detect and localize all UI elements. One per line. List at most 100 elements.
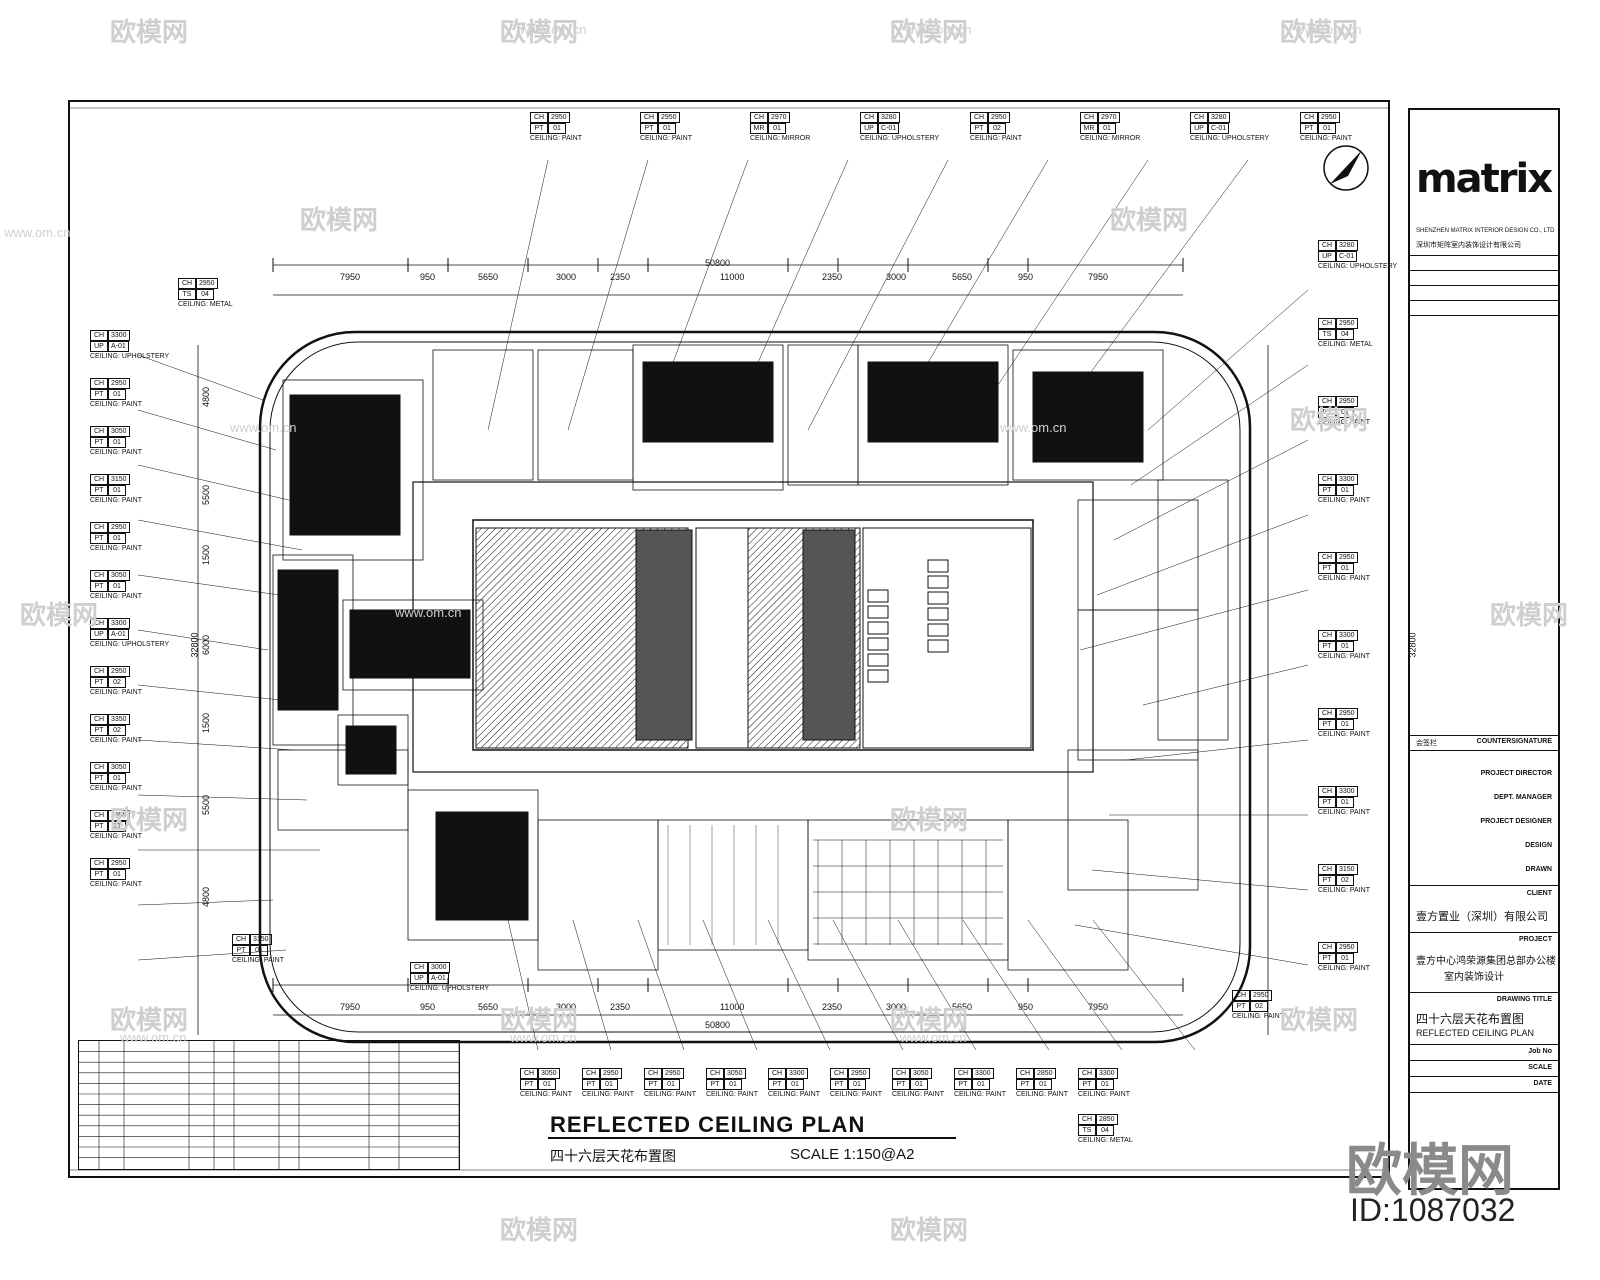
elevator-lobby (695, 527, 749, 749)
dimension-label: 11000 (720, 1002, 745, 1012)
tag-material-number: 01 (538, 1079, 556, 1090)
tag-label: CEILING: PAINT (530, 135, 582, 142)
tag-material-code: PT (768, 1079, 786, 1090)
tag-label: CEILING: UPHOLSTERY (410, 985, 490, 992)
tag-material-number: 01 (1336, 719, 1354, 730)
tag-ceiling-height: 2950 (658, 112, 680, 123)
dimension-label: 3000 (886, 1002, 907, 1012)
room-partition (857, 344, 1009, 486)
core-shaft-1 (635, 529, 693, 741)
tag-ch-key: CH (860, 112, 878, 123)
room-partition (657, 819, 809, 951)
tag-material-number: 01 (1336, 485, 1354, 496)
tag-ceiling-height: 3050 (108, 426, 130, 437)
company-name-cn: 深圳市矩阵室内装饰设计有限公司 (1416, 242, 1521, 249)
tag-ceiling-height: 2950 (108, 810, 130, 821)
dimension-label-vertical: 4800 (201, 886, 212, 908)
dimension-label: 2350 (610, 1002, 631, 1012)
north-arrow-icon (1323, 145, 1369, 191)
tag-ch-key: CH (90, 570, 108, 581)
tag-ceiling-height: 2950 (1336, 396, 1358, 407)
tag-label: CEILING: METAL (1318, 341, 1373, 348)
legend-table (78, 1040, 460, 1170)
tag-ch-key: CH (892, 1068, 910, 1079)
dimension-label: 7950 (340, 1002, 361, 1012)
toilet-stall (867, 621, 889, 635)
watermark-brand: 欧模网 (20, 600, 99, 630)
leader-line (1047, 159, 1249, 431)
tag-ceiling-height: 3050 (538, 1068, 560, 1079)
tag-ceiling-height: 2950 (108, 858, 130, 869)
leader-line (137, 629, 269, 651)
watermark-brand: 欧模网 (110, 805, 189, 835)
tag-ch-key: CH (178, 278, 196, 289)
tag-material-code: PT (90, 677, 108, 688)
tag-ceiling-height: 2850 (1034, 1068, 1056, 1079)
tag-ch-key: CH (90, 762, 108, 773)
room-partition (1157, 479, 1229, 741)
tag-ceiling-height: 2950 (600, 1068, 622, 1079)
tag-material-code: PT (90, 869, 108, 880)
watermark-brand: 欧模网 (1490, 600, 1569, 630)
tag-label: CEILING: PAINT (90, 881, 142, 888)
dimension-label: 5650 (478, 1002, 499, 1012)
tag-label: CEILING: METAL (1078, 1137, 1133, 1144)
tag-material-number: 01 (108, 821, 126, 832)
tag-material-number: 01 (108, 389, 126, 400)
tag-material-code: PT (530, 123, 548, 134)
tag-ch-key: CH (90, 330, 108, 341)
room-partition (632, 344, 784, 491)
tag-ceiling-height: 2950 (662, 1068, 684, 1079)
room-partition (537, 349, 634, 481)
watermark-site: www.om.cn (510, 1030, 577, 1045)
countersign-cn: 会签栏 (1416, 740, 1437, 747)
tag-material-number: 02 (108, 677, 126, 688)
leader-line (647, 159, 749, 431)
tag-material-number: 01 (108, 533, 126, 544)
tag-ceiling-height: 3280 (1208, 112, 1230, 123)
project-label: PROJECT (1518, 936, 1552, 943)
tag-label: CEILING: PAINT (1016, 1091, 1068, 1098)
leader-line (962, 919, 1050, 1051)
watermark-id: ID:1087032 (1350, 1192, 1516, 1228)
tag-label: CEILING: UPHOLSTERY (1190, 135, 1270, 142)
tag-label: CEILING: PAINT (1078, 1091, 1130, 1098)
dimension-label: 7950 (1088, 1002, 1109, 1012)
leader-line (807, 159, 949, 431)
dark-ceiling-panel (867, 361, 999, 443)
leader-line (137, 409, 277, 451)
tag-label: CEILING: UPHOLSTERY (90, 353, 170, 360)
tag-material-number: 01 (1336, 641, 1354, 652)
dark-ceiling-panel (349, 609, 471, 679)
leader-line (1027, 919, 1123, 1051)
tag-label: CEILING: PAINT (1232, 1013, 1284, 1020)
tag-ceiling-height: 3300 (1336, 786, 1358, 797)
tag-ceiling-height: 3350 (108, 714, 130, 725)
tag-ceiling-height: 3280 (1336, 240, 1358, 251)
tag-material-number: 02 (988, 123, 1006, 134)
role-drawn: DRAWN (1525, 866, 1552, 873)
tag-material-number: 01 (548, 123, 566, 134)
tag-label: CEILING: PAINT (1318, 731, 1370, 738)
tag-material-code: PT (520, 1079, 538, 1090)
tag-material-number: A-01 (428, 973, 449, 984)
dimension-label: 3000 (556, 272, 577, 282)
tag-ch-key: CH (970, 112, 988, 123)
leader-line (137, 949, 287, 961)
watermark-site: www.om.cn (1295, 22, 1362, 37)
tag-ceiling-height: 2950 (988, 112, 1010, 123)
watermark-brand: 欧模网 (890, 17, 969, 47)
tag-material-code: PT (90, 437, 108, 448)
company-name-en: SHENZHEN MATRIX INTERIOR DESIGN CO., LTD (1416, 228, 1555, 234)
leader-line (967, 159, 1149, 431)
dimension-label-vertical: 5500 (201, 484, 212, 506)
tag-label: CEILING: PAINT (954, 1091, 1006, 1098)
